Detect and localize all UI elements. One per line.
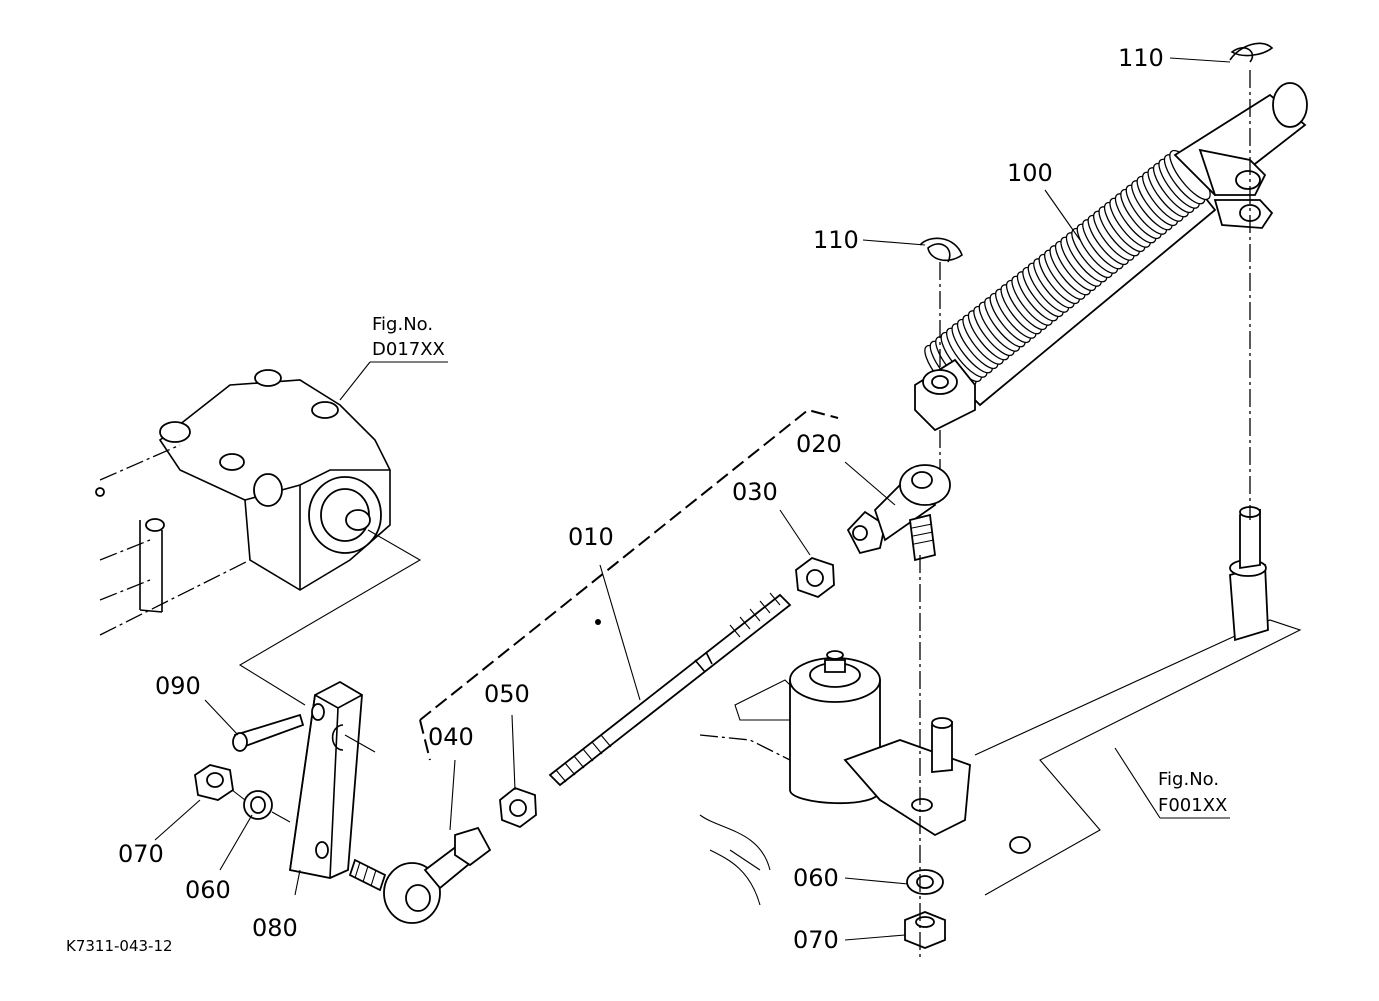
rod-010: [419, 408, 839, 787]
ball-joint-040: [348, 826, 492, 924]
spring-100: [914, 82, 1308, 432]
label-010: 010: [568, 523, 614, 551]
center-lines: [919, 70, 1251, 960]
label-070-left: 070: [118, 840, 164, 868]
label-070-right: 070: [793, 926, 839, 954]
ref-f001-line2: F001XX: [1158, 795, 1227, 816]
plate-f001: [974, 506, 1302, 896]
nut-070-left: [194, 764, 234, 801]
label-020: 020: [796, 430, 842, 458]
label-060-right: 060: [793, 864, 839, 892]
nut-030: [795, 556, 835, 599]
label-110-lower: 110: [813, 226, 859, 254]
ref-d017-line1: Fig.No.: [372, 314, 433, 335]
label-040: 040: [428, 723, 474, 751]
ref-f001-line1: Fig.No.: [1158, 769, 1219, 790]
diagram-code: K7311-043-12: [66, 937, 173, 955]
nut-050: [499, 786, 537, 829]
label-060-left: 060: [185, 876, 231, 904]
lever-080: [288, 680, 376, 879]
clip-110-lower: [919, 237, 963, 263]
ref-d017-line2: D017XX: [372, 339, 445, 360]
label-090: 090: [155, 672, 201, 700]
housing-d017: [95, 369, 422, 706]
clip-110-upper: [1229, 42, 1274, 63]
label-080: 080: [252, 914, 298, 942]
washer-060-right: [906, 869, 944, 895]
ball-joint-020: [846, 464, 951, 562]
leader-lines: [154, 57, 1231, 941]
label-030: 030: [732, 478, 778, 506]
label-050: 050: [484, 680, 530, 708]
label-110-upper: 110: [1118, 44, 1164, 72]
nut-070-right: [904, 911, 946, 949]
label-100: 100: [1007, 159, 1053, 187]
bolt-090: [232, 713, 305, 752]
bracket-assembly: [699, 650, 971, 906]
washer-060-left: [243, 790, 273, 820]
